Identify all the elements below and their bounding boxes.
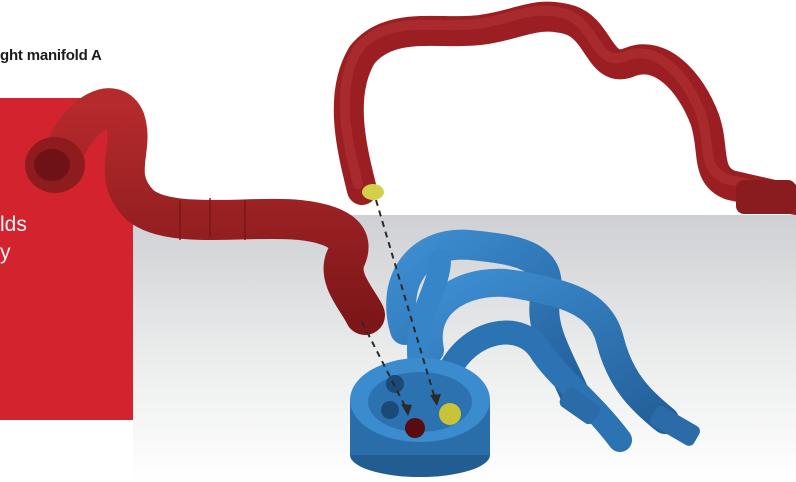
yellow-port bbox=[439, 403, 461, 425]
red-left-end-opening bbox=[34, 149, 70, 181]
red-tube-right-end bbox=[736, 180, 796, 214]
blue-manifold-assembly bbox=[350, 245, 702, 477]
dark-red-port bbox=[405, 418, 425, 438]
red-manifold-left bbox=[25, 108, 377, 327]
blue-port-2 bbox=[381, 401, 399, 419]
yellow-port-cap bbox=[362, 184, 384, 200]
red-tube-left bbox=[60, 108, 365, 315]
red-left-outlet bbox=[353, 309, 377, 327]
red-manifold-right bbox=[345, 11, 796, 214]
red-tube-right bbox=[349, 17, 796, 200]
blue-port-1 bbox=[386, 375, 404, 393]
